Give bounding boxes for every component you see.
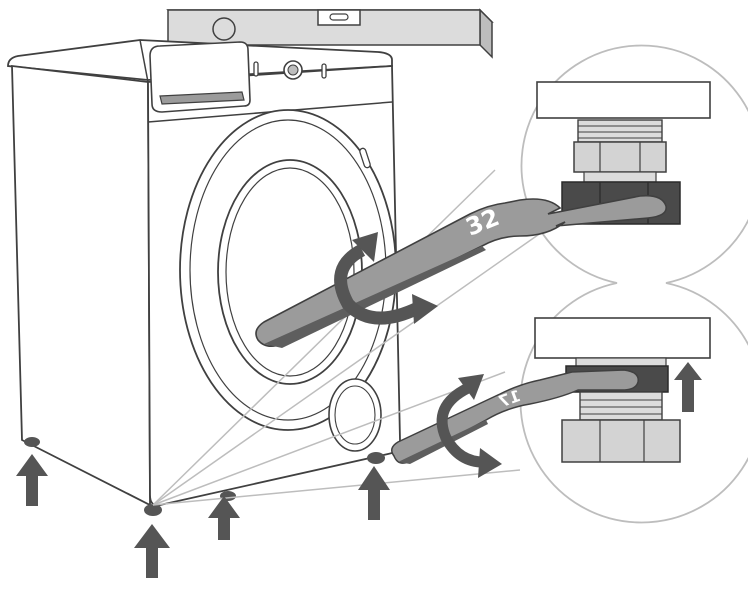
foot-rear-left xyxy=(24,437,40,447)
arrow-up-icon-front-left xyxy=(134,524,170,578)
arrow-up-icon-rear-right xyxy=(208,496,240,540)
arrow-up-icon-front-right xyxy=(358,466,390,520)
filter-cover xyxy=(329,379,381,451)
detergent-drawer xyxy=(150,42,250,112)
foot-front-left xyxy=(144,504,162,516)
foot-front-right xyxy=(367,452,385,464)
indicator-light-right xyxy=(322,64,326,78)
arrow-up-icon-rear-left xyxy=(16,454,48,506)
indicator-light-left xyxy=(254,62,258,76)
